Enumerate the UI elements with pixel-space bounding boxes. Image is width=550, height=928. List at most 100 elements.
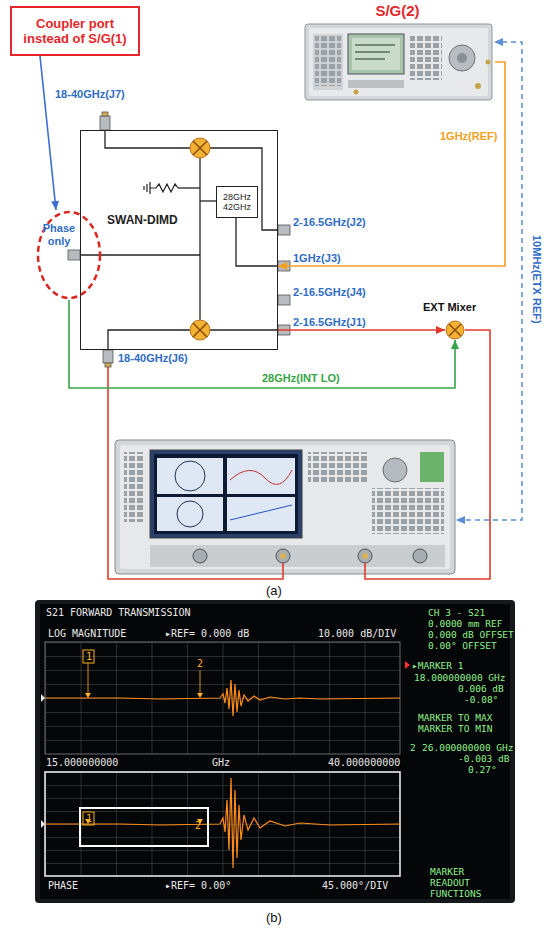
port-label: 1GHz(J3) bbox=[293, 252, 341, 265]
signal-generator bbox=[305, 24, 492, 100]
screen-readout: -0.003 dB bbox=[458, 753, 509, 764]
signal-generator bbox=[355, 45, 395, 59]
network-analyzer bbox=[308, 452, 368, 482]
network-analyzer bbox=[227, 497, 295, 531]
sma-connector bbox=[278, 325, 290, 335]
screen-readout: GHz bbox=[212, 757, 230, 768]
signal-generator bbox=[309, 28, 488, 96]
network-analyzer bbox=[150, 450, 302, 538]
network-analyzer bbox=[157, 497, 223, 531]
signal-generator bbox=[315, 36, 341, 86]
screen-readout: LOG MAGNITUDE bbox=[48, 628, 126, 639]
network-analyzer bbox=[115, 440, 455, 574]
connector bbox=[69, 300, 459, 388]
screen-readout: 26.000000000 GHz bbox=[422, 742, 514, 753]
marker-number: 2 bbox=[197, 658, 203, 669]
resistor-symbol bbox=[150, 184, 178, 192]
internal-wiring bbox=[210, 148, 278, 230]
network-analyzer bbox=[413, 549, 427, 563]
signal-generator bbox=[475, 83, 481, 89]
analyzer-screen bbox=[41, 694, 45, 702]
network-analyzer bbox=[362, 553, 368, 559]
connector bbox=[278, 62, 505, 266]
network-analyzer bbox=[115, 440, 455, 574]
network-analyzer bbox=[120, 445, 450, 569]
network-analyzer bbox=[157, 458, 223, 494]
network-analyzer bbox=[193, 549, 207, 563]
internal-wiring bbox=[80, 254, 200, 255]
network-analyzer bbox=[276, 549, 290, 563]
screen-readout: -0.08° bbox=[464, 694, 498, 705]
node-text: 28GHz 42GHz bbox=[217, 192, 257, 212]
internal-wiring bbox=[108, 330, 190, 350]
port-label: 2-16.5GHz(J1) bbox=[293, 316, 366, 329]
arrow-head bbox=[51, 201, 59, 210]
reference-cable bbox=[494, 38, 503, 46]
analyzer-screen bbox=[197, 693, 203, 698]
network-analyzer bbox=[124, 452, 144, 522]
resistor-symbol bbox=[144, 182, 178, 194]
signal-label: 1GHz(REF) bbox=[440, 130, 497, 143]
network-analyzer bbox=[150, 545, 445, 567]
screen-readout: 0.00° OFFSET bbox=[428, 640, 497, 651]
connector bbox=[69, 300, 455, 388]
node-text: S/G(2) bbox=[300, 2, 495, 20]
signal-generator bbox=[313, 34, 343, 90]
signal-generator bbox=[410, 36, 442, 80]
screen-readout: 10.000 dB/DIV bbox=[318, 628, 396, 639]
connector bbox=[40, 56, 56, 210]
reference-cable bbox=[456, 516, 465, 524]
network-analyzer bbox=[280, 553, 286, 559]
network-analyzer bbox=[175, 461, 205, 491]
callout-box: Coupler port instead of S/G(1) bbox=[10, 6, 140, 56]
marker-number: 1 bbox=[86, 813, 92, 824]
screen-readout: 40.000000000 bbox=[328, 757, 400, 768]
screen-readout: ▸MARKER 1 bbox=[412, 660, 463, 671]
analyzer-screen bbox=[83, 650, 94, 663]
sma-connector bbox=[105, 363, 111, 367]
analyzer-screen bbox=[88, 663, 200, 694]
sma-connector bbox=[68, 112, 290, 367]
screen-readout: 0.0000 mm REF bbox=[428, 618, 502, 629]
sma-connector bbox=[278, 225, 290, 235]
reference-cable bbox=[457, 42, 522, 520]
analyzer-screen bbox=[405, 661, 410, 669]
signal-generator bbox=[449, 45, 475, 71]
sma-connector bbox=[102, 112, 108, 116]
signal-generator bbox=[352, 38, 400, 70]
internal-wiring bbox=[178, 187, 200, 188]
signal-generator bbox=[348, 80, 404, 88]
signal-generator bbox=[348, 34, 404, 74]
port-label: 18-40GHz(J7) bbox=[55, 88, 125, 101]
reference-cable bbox=[456, 38, 522, 524]
network-analyzer bbox=[372, 488, 444, 534]
mixer-symbol bbox=[449, 324, 461, 336]
mixer-symbol bbox=[190, 320, 210, 340]
connector bbox=[278, 326, 445, 334]
rf-cable bbox=[108, 362, 283, 579]
port-label: 18-40GHz(J6) bbox=[118, 352, 188, 365]
panel-label: (a) bbox=[266, 583, 282, 598]
connector bbox=[278, 62, 505, 270]
analyzer-screen bbox=[41, 820, 45, 828]
rf-cable bbox=[108, 330, 490, 579]
marker-number: 2 bbox=[195, 820, 201, 831]
mixer-symbol bbox=[190, 138, 210, 158]
connector bbox=[40, 56, 59, 210]
sma-connector bbox=[278, 261, 290, 271]
internal-wiring bbox=[80, 130, 278, 350]
mixer-symbol bbox=[190, 138, 210, 340]
node-text: Phase only bbox=[39, 222, 79, 248]
panel-label: (b) bbox=[266, 910, 282, 925]
internal-wiring bbox=[236, 218, 278, 266]
analyzer-screen bbox=[45, 642, 400, 754]
screen-readout: ▸REF= 0.000 dB bbox=[165, 628, 249, 639]
screen-readout: 0.006 dB bbox=[458, 683, 504, 694]
mixer-node: EXT Mixer bbox=[445, 320, 465, 340]
analyzer-screen bbox=[83, 812, 94, 825]
arrow-head bbox=[451, 340, 459, 349]
network-analyzer bbox=[154, 454, 298, 534]
sma-connector bbox=[278, 295, 290, 305]
